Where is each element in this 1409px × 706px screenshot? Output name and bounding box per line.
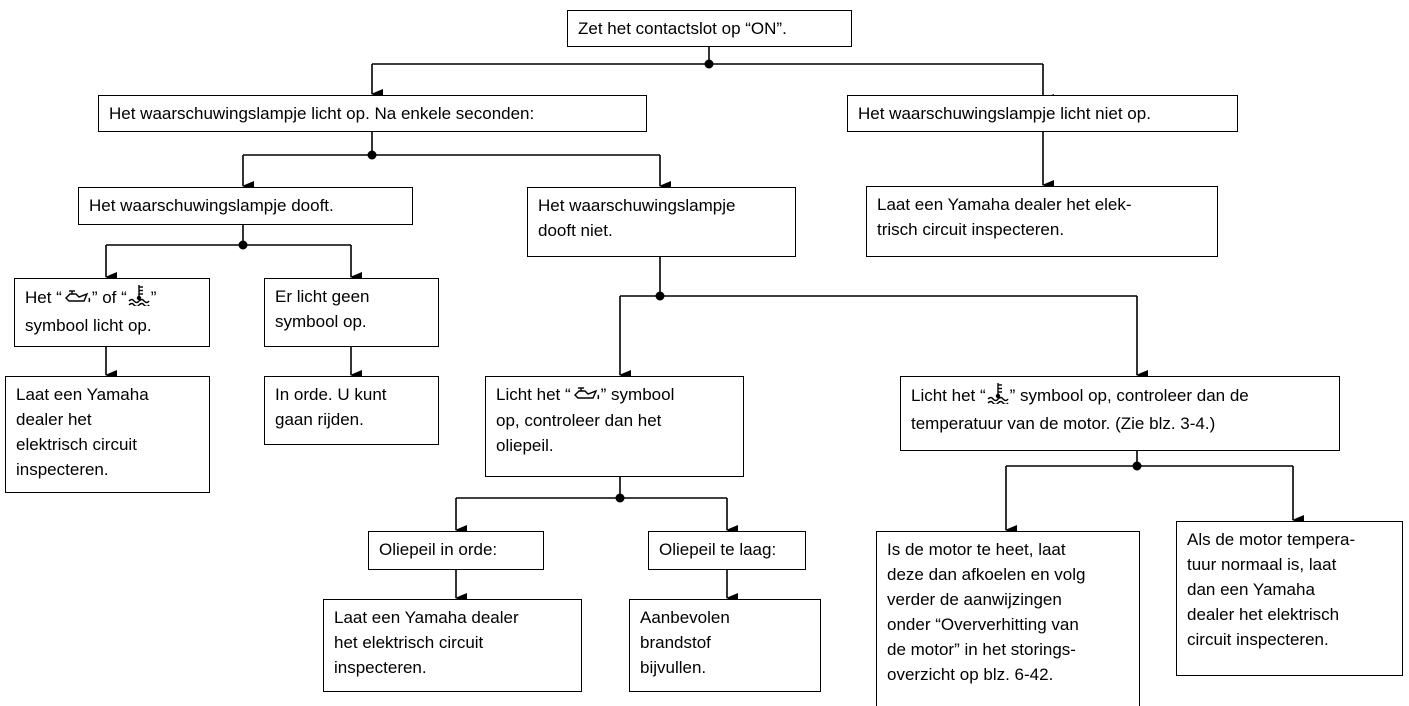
- oil-symbol-post: ” symbool: [600, 385, 675, 404]
- oil-symbol-pre: Licht het “: [496, 385, 571, 404]
- symbol-on-pre: Het “: [25, 287, 62, 307]
- oil-low-text: Oliepeil te laag:: [659, 540, 777, 559]
- temp-hot-action-line: de motor” in het storings-: [887, 640, 1076, 659]
- lamp-on-text: Het waarschuwingslampje licht op. Na enk…: [109, 104, 535, 123]
- lamp-stays-on-box: Het waarschuwingslampje dooft niet.: [527, 187, 796, 257]
- oil-low-action-line: brandstof: [640, 633, 711, 652]
- lamp-not-on-action-box: Laat een Yamaha dealer het elek- trisch …: [866, 186, 1218, 257]
- symbol-on-mid: ” of “: [91, 287, 127, 307]
- symbol-on-action-line: dealer het: [16, 410, 92, 429]
- temp-symbol-box: Licht het “ ” symbool op, controleer dan …: [900, 376, 1340, 451]
- no-symbol-line: symbool op.: [275, 312, 367, 331]
- oil-ok-action-box: Laat een Yamaha dealer het elektrisch ci…: [323, 599, 582, 692]
- symbol-on-line1: Het “ ” of “ ”: [25, 284, 199, 313]
- symbol-on-post: ”: [150, 287, 157, 307]
- temp-hot-action-line: onder “Oververhitting van: [887, 615, 1079, 634]
- oil-ok-box: Oliepeil in orde:: [368, 531, 544, 570]
- lamp-off-box: Het waarschuwingslampje dooft.: [78, 187, 413, 225]
- symbol-on-box: Het “ ” of “ ” symbool licht op.: [14, 278, 210, 347]
- no-symbol-action-box: In orde. U kunt gaan rijden.: [264, 376, 439, 445]
- coolant-temperature-icon: [986, 382, 1010, 411]
- no-symbol-box: Er licht geen symbool op.: [264, 278, 439, 347]
- oil-pressure-icon: [571, 383, 601, 408]
- lamp-off-text: Het waarschuwingslampje dooft.: [89, 196, 334, 215]
- lamp-not-on-text: Het waarschuwingslampje licht niet op.: [858, 104, 1151, 123]
- temp-hot-action-line: overzicht op blz. 6-42.: [887, 665, 1054, 684]
- oil-low-action-box: Aanbevolen brandstof bijvullen.: [629, 599, 821, 692]
- lamp-stays-on-line: Het waarschuwingslampje: [538, 196, 736, 215]
- no-symbol-line: Er licht geen: [275, 287, 370, 306]
- oil-ok-action-line: het elektrisch circuit: [334, 633, 484, 652]
- temp-hot-action-line: deze dan afkoelen en volg: [887, 565, 1086, 584]
- oil-low-box: Oliepeil te laag:: [648, 531, 806, 570]
- temp-hot-action-box: Is de motor te heet, laat deze dan afkoe…: [876, 531, 1140, 706]
- symbol-on-line2: symbool licht op.: [25, 316, 152, 335]
- oil-ok-action-line: Laat een Yamaha dealer: [334, 608, 519, 627]
- temp-symbol-line1: Licht het “ ” symbool op, controleer dan …: [911, 382, 1329, 411]
- start-text: Zet het contactslot op “ON”.: [578, 19, 787, 38]
- symbol-on-action-box: Laat een Yamaha dealer het elektrisch ci…: [5, 376, 210, 493]
- oil-low-action-line: Aanbevolen: [640, 608, 730, 627]
- temp-symbol-post: ” symbool op, controleer dan de: [1009, 385, 1249, 405]
- symbol-on-action-line: Laat een Yamaha: [16, 385, 149, 404]
- lamp-not-on-action-line: Laat een Yamaha dealer het elek-: [877, 195, 1132, 214]
- lamp-stays-on-line: dooft niet.: [538, 221, 613, 240]
- temp-normal-action-line: Als de motor tempera-: [1187, 530, 1356, 549]
- oil-symbol-box: Licht het “ ” symbool op, controleer dan …: [485, 376, 744, 477]
- lamp-not-on-box: Het waarschuwingslampje licht niet op.: [847, 95, 1238, 132]
- symbol-on-action-line: elektrisch circuit: [16, 435, 137, 454]
- oil-symbol-line3: oliepeil.: [496, 436, 554, 456]
- temp-hot-action-line: verder de aanwijzingen: [887, 590, 1062, 609]
- temp-normal-action-line: dealer het elektrisch: [1187, 605, 1340, 624]
- oil-ok-text: Oliepeil in orde:: [379, 540, 498, 559]
- oil-ok-action-line: inspecteren.: [334, 658, 427, 677]
- oil-low-action-line: bijvullen.: [640, 658, 707, 677]
- oil-symbol-line2: op, controleer dan het: [496, 411, 662, 431]
- temp-hot-action-line: Is de motor te heet, laat: [887, 540, 1066, 559]
- temp-normal-action-box: Als de motor tempera- tuur normaal is, l…: [1176, 521, 1403, 676]
- temp-symbol-line2: temperatuur van de motor. (Zie blz. 3-4.…: [911, 414, 1216, 433]
- oil-pressure-icon: [62, 286, 92, 311]
- no-symbol-action-line: gaan rijden.: [275, 410, 364, 429]
- coolant-temperature-icon: [127, 284, 151, 313]
- temp-symbol-pre: Licht het “: [911, 385, 986, 405]
- temp-normal-action-line: dan een Yamaha: [1187, 580, 1315, 599]
- temp-normal-action-line: circuit inspecteren.: [1187, 630, 1329, 649]
- symbol-on-action-line: inspecteren.: [16, 460, 109, 479]
- temp-normal-action-line: tuur normaal is, laat: [1187, 555, 1337, 574]
- start-box: Zet het contactslot op “ON”.: [567, 10, 852, 47]
- lamp-not-on-action-line: trisch circuit inspecteren.: [877, 220, 1065, 239]
- oil-symbol-line1: Licht het “ ” symbool: [496, 382, 733, 408]
- no-symbol-action-line: In orde. U kunt: [275, 385, 387, 404]
- lamp-on-box: Het waarschuwingslampje licht op. Na enk…: [98, 95, 647, 132]
